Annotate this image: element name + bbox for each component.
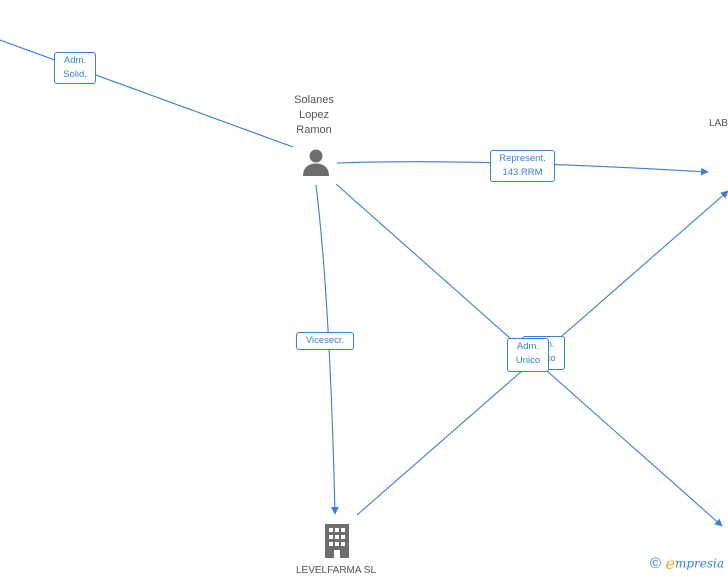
edge-label-line: Adm.: [516, 341, 540, 352]
edge-label-line: Unico: [515, 355, 541, 366]
person-name-line: Ramon: [296, 124, 332, 136]
edge-label-vicesecr[interactable]: Vicesecr.: [296, 332, 354, 350]
brand-initial: e: [665, 554, 675, 573]
company-name-lab: LAB: [709, 118, 728, 129]
edge-label-line: Represent.: [499, 153, 546, 164]
edge-vicesecr[interactable]: [315, 184, 339, 515]
person-name: Solanes Lopez Ramon: [274, 93, 354, 138]
brand-rest: mpresia: [674, 556, 725, 571]
edge-adm-solid[interactable]: [0, 39, 294, 148]
edge-label-line: Adm.: [63, 55, 87, 66]
building-icon[interactable]: [322, 524, 352, 558]
edge-label-line: 143 RRM: [502, 167, 543, 178]
person-name-line: Solanes: [294, 94, 334, 106]
edge-label-adm-unico[interactable]: Adm. Unico: [507, 338, 549, 372]
person-icon[interactable]: [301, 147, 331, 177]
company-name-levelfarma: LEVELFARMA SL: [295, 565, 377, 576]
edge-label-line: Solid.: [63, 69, 87, 80]
edge-label-represent[interactable]: Represent. 143 RRM: [490, 150, 555, 182]
edge-label-line: Vicesecr.: [305, 335, 345, 346]
empresia-watermark: © empresia: [650, 554, 724, 574]
person-name-line: Lopez: [299, 109, 329, 121]
copyright-symbol: ©: [650, 555, 662, 572]
edge-label-adm-solid[interactable]: Adm. Solid.: [54, 52, 96, 84]
